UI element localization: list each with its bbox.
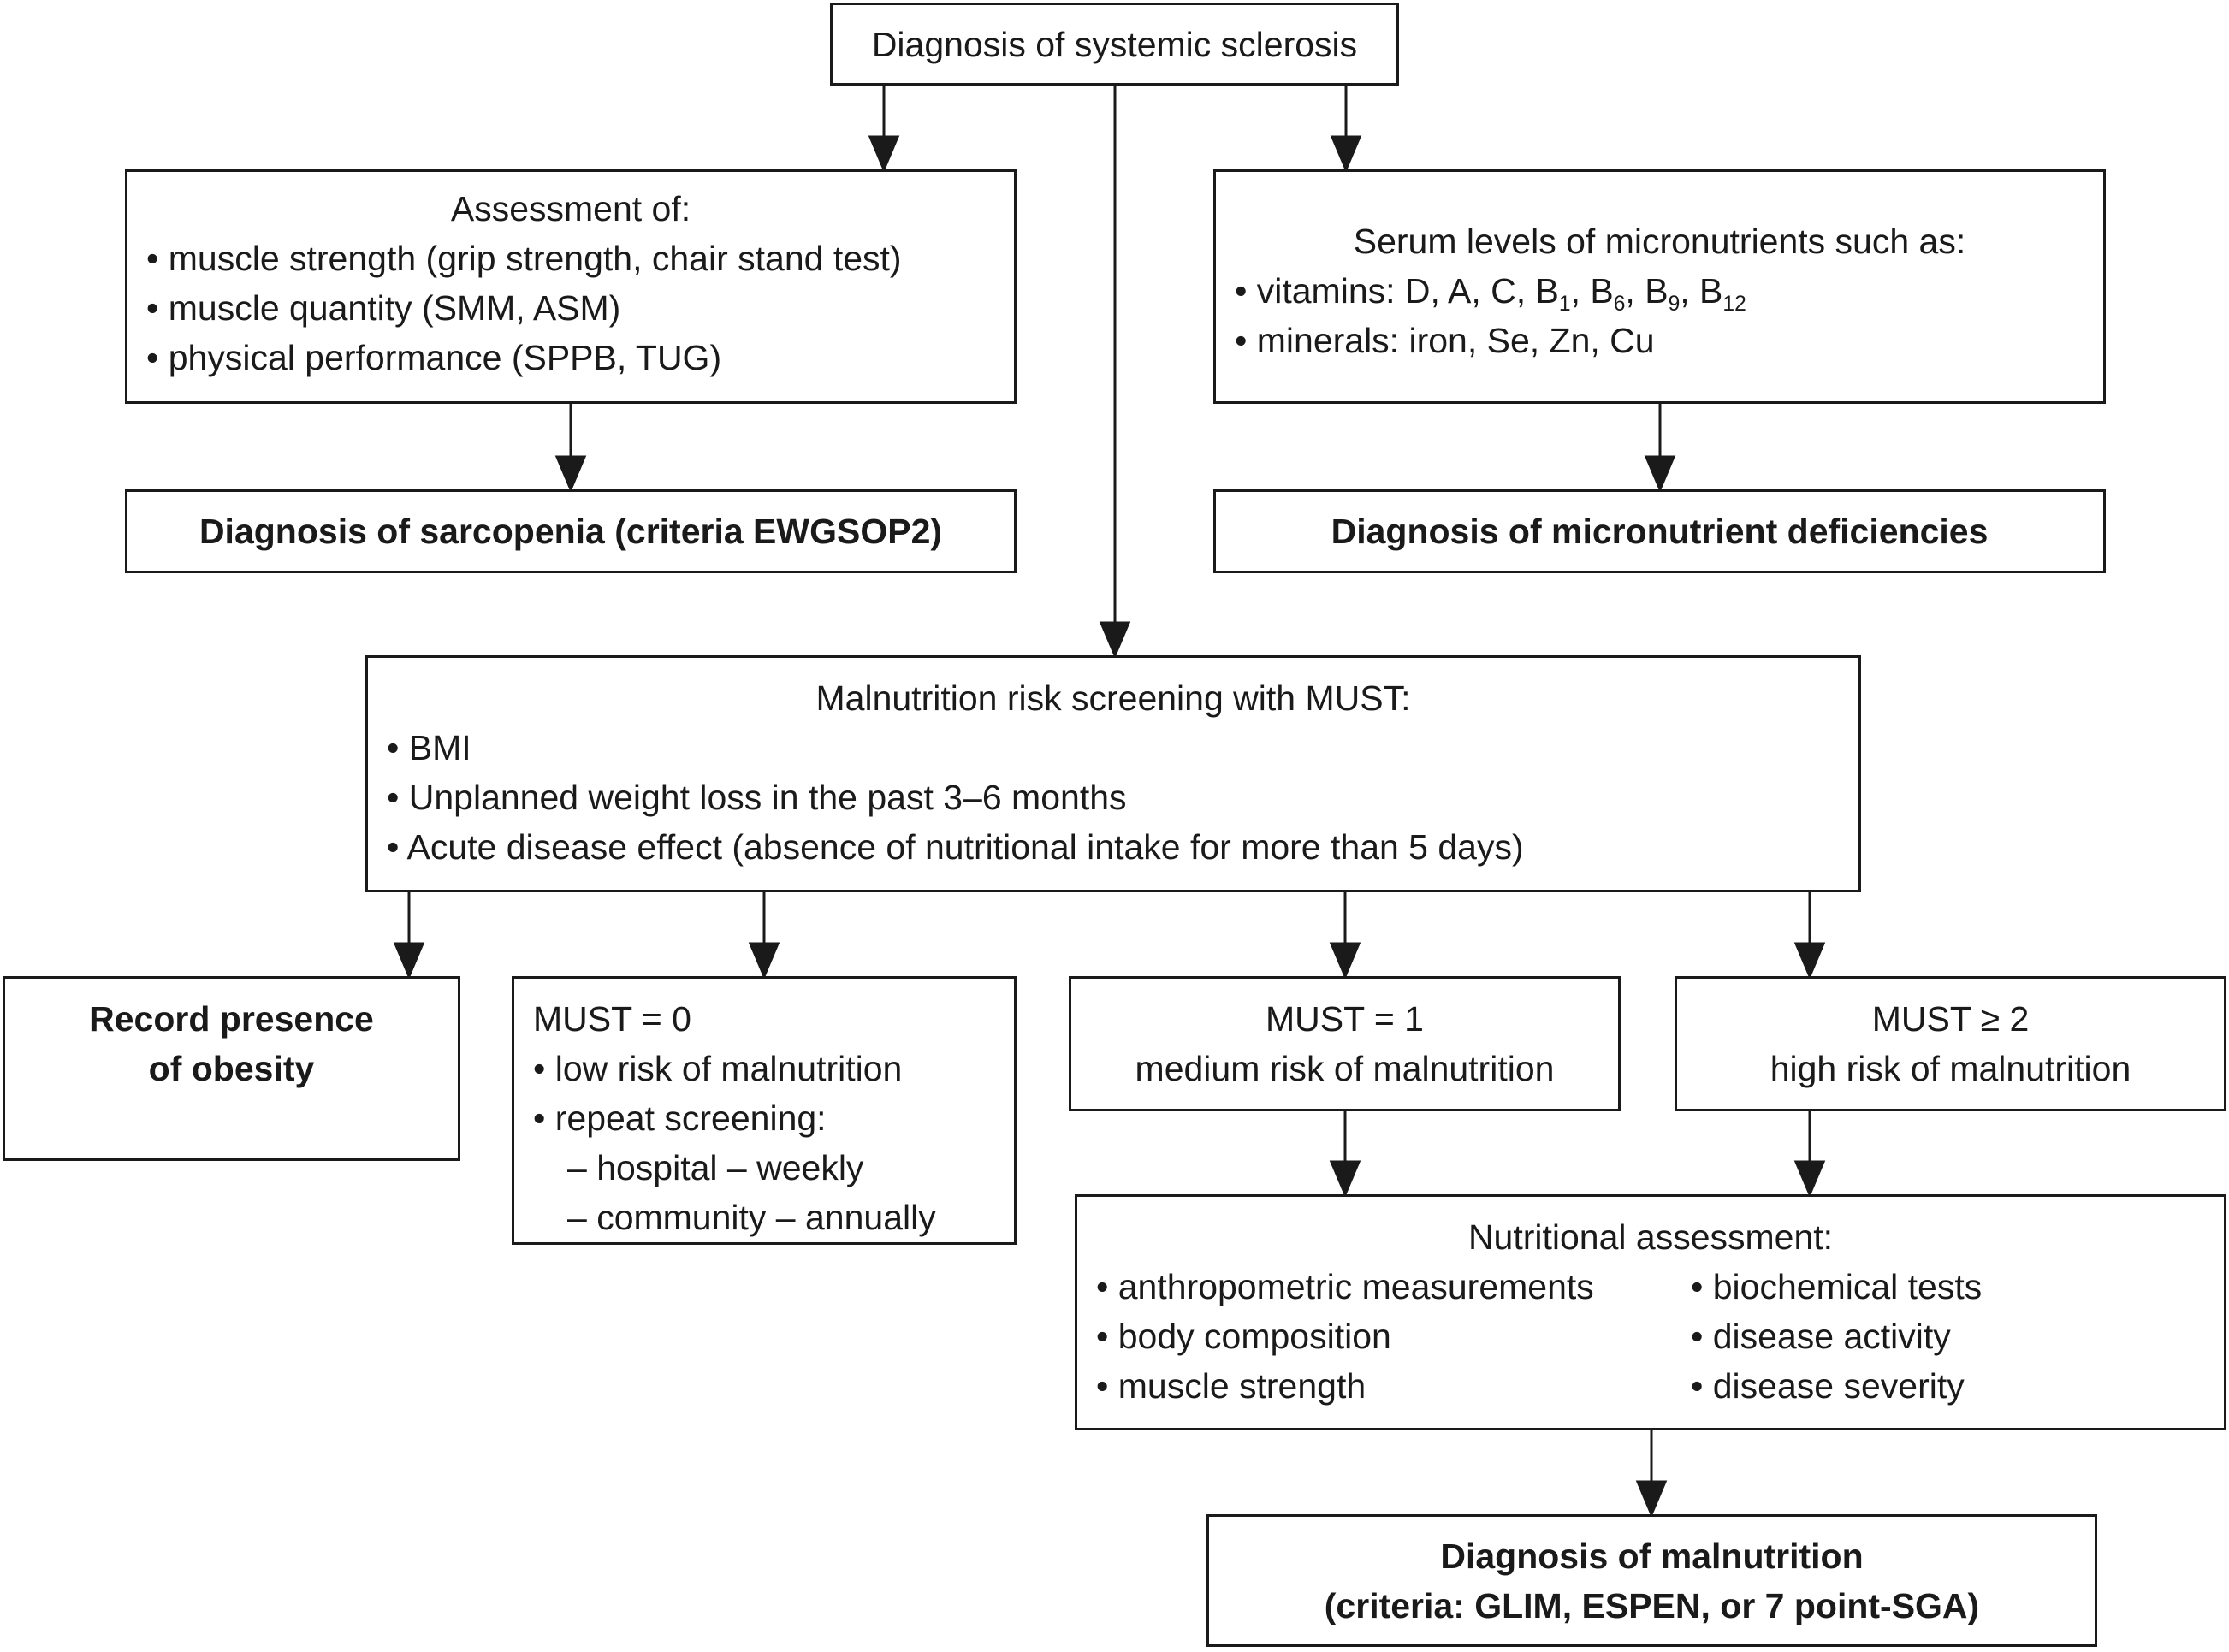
minerals-item: minerals: iron, Se, Zn, Cu <box>1235 316 2103 365</box>
list-item: disease severity <box>1691 1361 1982 1411</box>
arrowhead <box>1793 942 1826 980</box>
micronutrients-list: vitamins: D, A, C, B1, B6, B9, B12 miner… <box>1235 266 2103 365</box>
systemic-sclerosis-title: Diagnosis of systemic sclerosis <box>871 24 1358 64</box>
arrowhead <box>1644 455 1676 493</box>
assessment-column-1: anthropometric measurements body composi… <box>1096 1262 1691 1411</box>
nutritional-assessment-header: Nutritional assessment: <box>1467 1217 1834 1257</box>
sub-list-item: hospital – weekly <box>533 1143 1014 1193</box>
must2-title: MUST ≥ 2 <box>1871 999 2030 1039</box>
arrowhead <box>1329 1160 1361 1198</box>
arrowhead <box>554 455 587 493</box>
malnutrition-diagnosis-line1: Diagnosis of malnutrition <box>1440 1536 1864 1576</box>
assessment-column-2: biochemical tests disease activity disea… <box>1691 1262 1982 1411</box>
sarcopenia-diagnosis: Diagnosis of sarcopenia (criteria EWGSOP… <box>199 512 943 551</box>
must1-title: MUST = 1 <box>1266 999 1424 1039</box>
list-item: muscle strength (grip strength, chair st… <box>146 234 1014 283</box>
must0-box: MUST = 0 low risk of malnutrition repeat… <box>512 976 1017 1245</box>
list-item: low risk of malnutrition <box>533 1044 1014 1093</box>
list-item: anthropometric measurements <box>1096 1262 1691 1312</box>
vitamins-text: vitamins: D, A, C, B <box>1256 271 1559 311</box>
micronutrient-diagnosis: Diagnosis of micronutrient deficiencies <box>1331 512 1989 551</box>
must2-subtitle: high risk of malnutrition <box>1770 1049 2131 1088</box>
must1-box: MUST = 1 medium risk of malnutrition <box>1069 976 1621 1111</box>
arrowhead <box>1793 1160 1826 1198</box>
arrowhead <box>1329 942 1361 980</box>
list-item: body composition <box>1096 1312 1691 1361</box>
must-screening-list: BMI Unplanned weight loss in the past 3–… <box>387 723 1858 872</box>
arrowhead <box>748 942 780 980</box>
sub-list-item: community – annually <box>533 1193 1014 1242</box>
list-item: BMI <box>387 723 1858 773</box>
list-item: physical performance (SPPB, TUG) <box>146 333 1014 382</box>
sarcopenia-assessment-box: Assessment of: muscle strength (grip str… <box>125 169 1017 404</box>
arrowhead <box>868 135 900 173</box>
vitamin-subscript: 1 <box>1558 293 1571 317</box>
list-item: Unplanned weight loss in the past 3–6 mo… <box>387 773 1858 822</box>
systemic-sclerosis-box: Diagnosis of systemic sclerosis <box>830 3 1399 86</box>
list-item: biochemical tests <box>1691 1262 1982 1312</box>
vitamin-subscript: 9 <box>1668 293 1681 317</box>
assessment-header: Assessment of: <box>450 189 691 228</box>
must-screening-header: Malnutrition risk screening with MUST: <box>815 678 1411 718</box>
must1-subtitle: medium risk of malnutrition <box>1135 1049 1555 1088</box>
arrowhead <box>393 942 425 980</box>
must0-list: low risk of malnutrition repeat screenin… <box>533 1044 1014 1242</box>
micronutrients-header: Serum levels of micronutrients such as: <box>1353 222 1966 261</box>
list-item: disease activity <box>1691 1312 1982 1361</box>
malnutrition-diagnosis-line2: (criteria: GLIM, ESPEN, or 7 point-SGA) <box>1324 1585 1980 1625</box>
micronutrients-box: Serum levels of micronutrients such as: … <box>1213 169 2106 404</box>
list-item: repeat screening: <box>533 1093 1014 1143</box>
assessment-list: muscle strength (grip strength, chair st… <box>146 234 1014 382</box>
vitamin-subscript: 12 <box>1722 293 1746 317</box>
arrowhead <box>1330 135 1362 173</box>
must-screening-box: Malnutrition risk screening with MUST: B… <box>365 655 1861 892</box>
list-item: Acute disease effect (absence of nutriti… <box>387 822 1858 872</box>
micronutrient-diagnosis-box: Diagnosis of micronutrient deficiencies <box>1213 489 2106 573</box>
list-item: muscle quantity (SMM, ASM) <box>146 283 1014 333</box>
must2-box: MUST ≥ 2 high risk of malnutrition <box>1675 976 2226 1111</box>
obesity-line2: of obesity <box>148 1049 315 1088</box>
arrowhead <box>1635 1480 1668 1518</box>
nutritional-assessment-columns: anthropometric measurements body composi… <box>1096 1262 2224 1411</box>
sarcopenia-diagnosis-box: Diagnosis of sarcopenia (criteria EWGSOP… <box>125 489 1017 573</box>
vitamin-subscript: 6 <box>1613 293 1626 317</box>
obesity-box: Record presence of obesity <box>3 976 460 1161</box>
must0-title: MUST = 0 <box>533 999 691 1039</box>
malnutrition-diagnosis-box: Diagnosis of malnutrition (criteria: GLI… <box>1206 1514 2097 1647</box>
vitamins-item: vitamins: D, A, C, B1, B6, B9, B12 <box>1235 266 2103 316</box>
list-item: muscle strength <box>1096 1361 1691 1411</box>
obesity-line1: Record presence <box>89 999 374 1039</box>
nutritional-assessment-box: Nutritional assessment: anthropometric m… <box>1075 1194 2226 1430</box>
arrowhead <box>1099 621 1131 659</box>
